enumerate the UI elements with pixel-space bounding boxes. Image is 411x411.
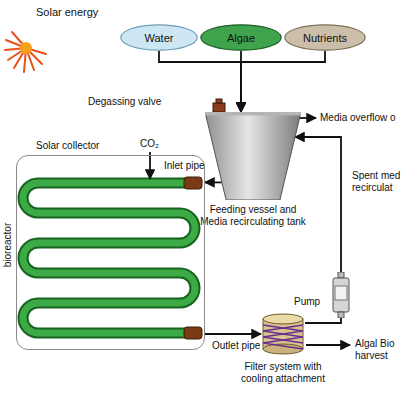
node-label: Nutrients bbox=[303, 32, 347, 44]
node-label: Feeding vessel and Media recirculating t… bbox=[199, 204, 307, 228]
text-label: Outlet pipe bbox=[212, 340, 262, 352]
text-label: bioreactor bbox=[2, 210, 14, 280]
node-label: Water bbox=[145, 32, 174, 44]
tank: Feeding vessel and Media recirculating t… bbox=[195, 112, 311, 237]
node-label: Solar collector bbox=[36, 140, 156, 152]
text-label: Solar energy bbox=[36, 6, 126, 19]
sun-icon bbox=[5, 32, 46, 72]
flow-connector bbox=[205, 333, 261, 335]
text-label: Spent med recirculat bbox=[352, 170, 406, 194]
text-label: Algal Bio harvest bbox=[355, 338, 407, 362]
text-label: CO₂ bbox=[140, 138, 170, 150]
co2-arrow bbox=[149, 152, 151, 179]
inlet-connector bbox=[184, 177, 202, 189]
pump: Pump bbox=[292, 268, 354, 320]
overflow-arrow bbox=[299, 117, 316, 119]
degassing-valve-icon bbox=[213, 99, 225, 112]
solar-collector: Solar collector bbox=[16, 140, 205, 350]
input-ellipse: Nutrients bbox=[284, 24, 366, 51]
flow-connector bbox=[295, 137, 341, 272]
text-label: Inlet pipe bbox=[164, 160, 214, 172]
tank-shape bbox=[205, 112, 301, 200]
node-label: Pump bbox=[294, 296, 330, 308]
outlet-connector bbox=[184, 327, 202, 339]
flow-connector bbox=[205, 181, 222, 183]
flow-connector bbox=[159, 51, 241, 112]
flow-connector bbox=[305, 318, 341, 323]
input-ellipse: Water bbox=[120, 24, 198, 51]
node-label: Filter system with cooling attachment bbox=[233, 361, 333, 385]
serpentine-tube bbox=[23, 183, 195, 333]
filter-system-shape bbox=[261, 313, 305, 355]
input-ellipse: Algae bbox=[200, 24, 282, 51]
text-label: Degassing valve bbox=[88, 96, 188, 108]
solar-collector-shape bbox=[16, 155, 205, 350]
flow-connector bbox=[241, 51, 325, 112]
node-label: Algae bbox=[227, 32, 255, 44]
pump-shape bbox=[332, 272, 350, 318]
text-label: Media overflow o bbox=[320, 112, 410, 124]
harvest-arrow bbox=[306, 344, 350, 346]
